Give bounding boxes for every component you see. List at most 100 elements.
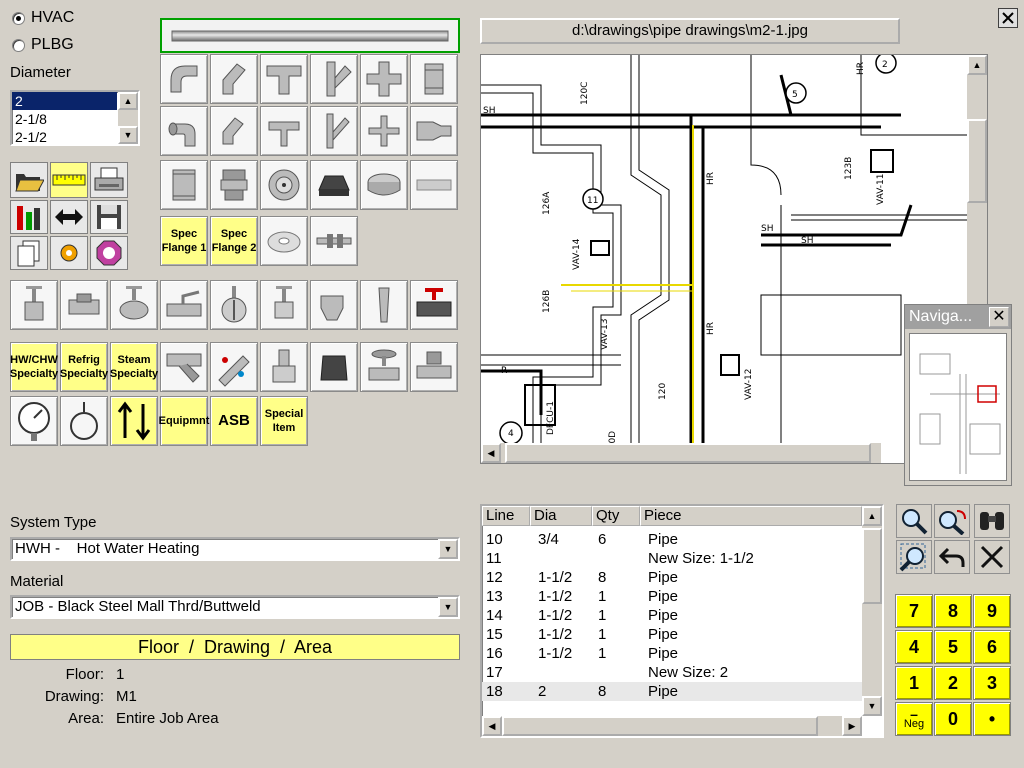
print-button[interactable] [90, 162, 128, 198]
chevron-down-icon[interactable]: ▼ [438, 539, 458, 559]
weldolet-tile[interactable] [360, 160, 408, 210]
straight-pipe-tile[interactable] [160, 18, 460, 53]
globe-valve-tile[interactable] [110, 280, 158, 330]
key-4[interactable]: 4 [895, 630, 933, 664]
zoom-window-button[interactable] [896, 540, 932, 574]
gauge-tile[interactable] [10, 396, 58, 446]
copy-button[interactable] [10, 236, 48, 270]
color-tool-button[interactable] [10, 200, 48, 234]
key-9[interactable]: 9 [973, 594, 1011, 628]
strainer-valve-tile[interactable] [310, 280, 358, 330]
diameter-scrollbar[interactable]: ▲ ▼ [118, 92, 138, 144]
find-button[interactable] [974, 504, 1010, 538]
riser-tile[interactable] [110, 396, 158, 446]
scroll-thumb[interactable] [505, 443, 871, 463]
navigator-thumbnail[interactable] [909, 333, 1007, 481]
hw-chw-specialty-tile[interactable]: HW/CHW Specialty [10, 342, 58, 392]
check-valve-tile[interactable] [60, 280, 108, 330]
sleeve-tile[interactable] [410, 160, 458, 210]
key-1[interactable]: 1 [895, 666, 933, 700]
prv-tile[interactable] [260, 342, 308, 392]
key-3[interactable]: 3 [973, 666, 1011, 700]
material-select[interactable]: JOB - Black Steel Mall Thrd/Buttweld ▼ [10, 595, 460, 619]
ball-valve-tile[interactable] [160, 280, 208, 330]
scroll-up-button[interactable]: ▲ [862, 506, 882, 526]
key-decimal[interactable]: • [973, 702, 1011, 736]
diameter-item[interactable]: 2 [12, 92, 117, 110]
control-valve-tile[interactable] [360, 342, 408, 392]
radio-hvac[interactable]: HVAC [12, 9, 74, 27]
floor-drawing-area-button[interactable]: Floor / Drawing / Area [10, 634, 460, 660]
undo-button[interactable] [934, 540, 970, 574]
reducing-tee-tile[interactable] [260, 106, 308, 156]
steam-specialty-tile[interactable]: Steam Specialty [110, 342, 158, 392]
zoom-in-button[interactable] [896, 504, 932, 538]
chevron-down-icon[interactable]: ▼ [438, 597, 458, 617]
navigator-title-bar[interactable]: Naviga... ✕ [905, 305, 1011, 329]
special-item-tile[interactable]: Special Item [260, 396, 308, 446]
cap-tile[interactable] [260, 160, 308, 210]
union-tile[interactable] [210, 160, 258, 210]
balancing-valve-tile[interactable] [210, 342, 258, 392]
scroll-up-button[interactable]: ▲ [967, 55, 987, 75]
floor-plan-drawing[interactable]: 5 2 11 4 SH SH SH R D 120C 126A 126B 123… [481, 55, 988, 464]
key-5[interactable]: 5 [934, 630, 972, 664]
equipment-tile[interactable]: Equipmnt [159, 396, 209, 446]
gate-valve-tile[interactable] [10, 280, 58, 330]
open-folder-button[interactable] [10, 162, 48, 198]
plug-valve-tile[interactable] [410, 280, 458, 330]
lateral-tile[interactable] [310, 106, 358, 156]
scroll-down-button[interactable]: ▼ [118, 126, 138, 144]
scroll-thumb[interactable] [967, 119, 987, 203]
column-header-qty[interactable]: Qty [592, 506, 640, 526]
diameter-item[interactable]: 2-1/2 [15, 129, 47, 145]
tailpiece-tile[interactable] [360, 280, 408, 330]
spec-flange-1-tile[interactable]: Spec Flange 1 [160, 216, 208, 266]
swap-button[interactable] [50, 200, 88, 234]
y-strainer-tile[interactable] [160, 342, 208, 392]
scroll-up-button[interactable]: ▲ [118, 92, 138, 110]
stop-button[interactable] [90, 236, 128, 270]
settings-button[interactable] [50, 236, 88, 270]
system-type-select[interactable]: HWH - Hot Water Heating ▼ [10, 537, 460, 561]
spec-flange-2-tile[interactable]: Spec Flange 2 [210, 216, 258, 266]
street-45-tile[interactable] [210, 106, 258, 156]
scroll-down-button[interactable]: ▼ [862, 696, 882, 716]
navigator-panel[interactable]: Naviga... ✕ [904, 304, 1012, 486]
stop-valve-tile[interactable] [260, 280, 308, 330]
drawing-path-button[interactable]: d:\drawings\pipe drawings\m2-1.jpg [480, 18, 900, 44]
scroll-thumb[interactable] [862, 528, 882, 604]
key-7[interactable]: 7 [895, 594, 933, 628]
plug-tile[interactable] [310, 160, 358, 210]
key-neg[interactable]: – Neg [895, 702, 933, 736]
hanger-tile[interactable] [60, 396, 108, 446]
coupling-tile[interactable] [410, 54, 458, 104]
key-6[interactable]: 6 [973, 630, 1011, 664]
diameter-listbox[interactable]: 2 2-1/8 2-1/2 ▲ ▼ [10, 90, 140, 146]
butterfly-valve-tile[interactable] [210, 280, 258, 330]
solenoid-valve-tile[interactable] [410, 342, 458, 392]
scroll-left-button[interactable]: ◀ [481, 443, 501, 463]
takeoff-vertical-scrollbar[interactable]: ▲ ▼ [862, 506, 882, 716]
diameter-item[interactable]: 2-1/8 [15, 111, 47, 127]
cross-tile[interactable] [360, 54, 408, 104]
zoom-refresh-button[interactable] [934, 504, 970, 538]
column-header-piece[interactable]: Piece [640, 506, 862, 526]
reducing-cross-tile[interactable] [360, 106, 408, 156]
navigator-close-button[interactable]: ✕ [989, 307, 1009, 327]
tee-tile[interactable] [260, 54, 308, 104]
key-8[interactable]: 8 [934, 594, 972, 628]
column-header-dia[interactable]: Dia [530, 506, 592, 526]
elbow-45-tile[interactable] [210, 54, 258, 104]
reducer-tile[interactable] [410, 106, 458, 156]
scroll-thumb[interactable] [502, 716, 818, 736]
steam-trap-tile[interactable] [310, 342, 358, 392]
